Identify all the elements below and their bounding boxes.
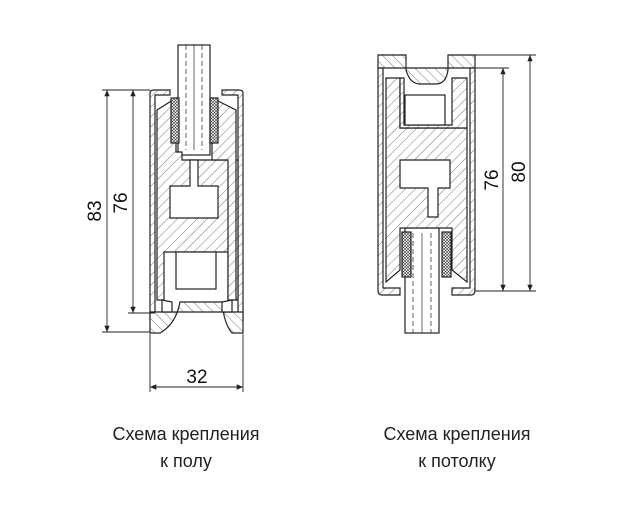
dimension-76-floor: 76 (111, 192, 132, 213)
gasket-right (441, 231, 452, 278)
glass-panel (177, 44, 211, 156)
gasket-left (170, 97, 180, 144)
caption-line-2: к потолку (418, 451, 496, 471)
outer-shell (377, 67, 476, 296)
dimension-32: 32 (186, 367, 207, 388)
gasket-right (209, 97, 219, 144)
dimension-76-ceiling: 76 (482, 169, 503, 190)
caption-line-1: Схема крепления (383, 424, 531, 444)
dimension-80: 80 (509, 161, 530, 182)
floor-dimensions (102, 89, 244, 392)
caption-line-2: к полу (160, 451, 212, 471)
gasket-left (401, 231, 412, 278)
ceiling-profile (377, 54, 476, 334)
dimension-83: 83 (85, 200, 106, 221)
floor-scheme-caption: Схема крепления к полу (66, 421, 306, 475)
top-base (377, 54, 476, 85)
floor-profile (149, 44, 244, 334)
ceiling-dimensions (470, 54, 536, 292)
caption-line-1: Схема крепления (112, 424, 260, 444)
ceiling-scheme-caption: Схема крепления к потолку (337, 421, 577, 475)
